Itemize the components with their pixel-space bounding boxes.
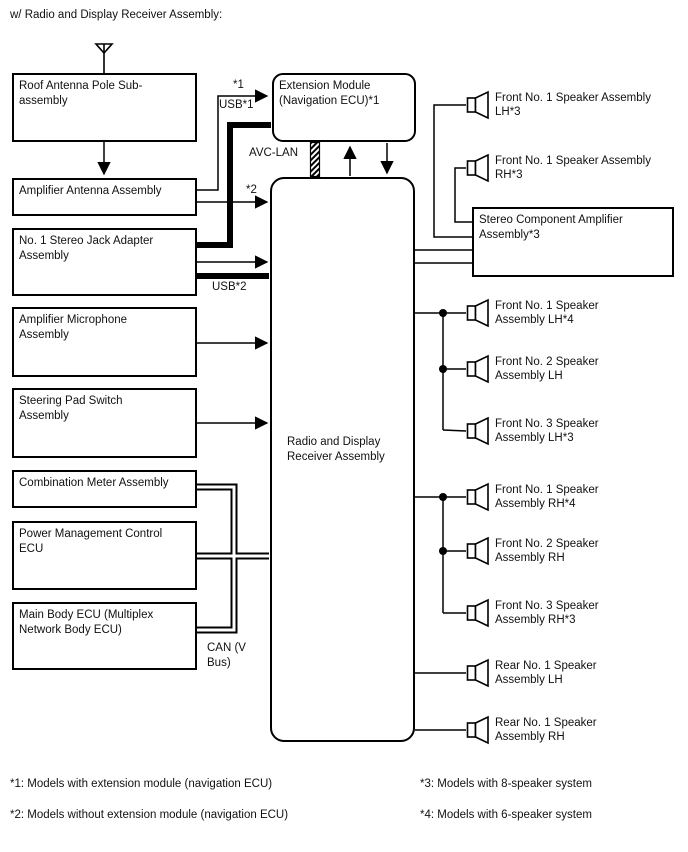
speaker-row: Front No. 2 Speaker Assembly RH xyxy=(466,536,599,566)
box-main-body-ecu: Main Body ECU (Multiplex Network Body EC… xyxy=(12,602,197,670)
speaker-row: Front No. 1 Speaker Assembly RH*3 xyxy=(466,153,651,183)
box-extension-module: Extension Module (Navigation ECU)*1 xyxy=(272,73,416,142)
label-usb1: USB*1 xyxy=(219,99,254,111)
speaker-label: Front No. 1 Speaker Assembly RH*3 xyxy=(495,154,651,182)
box-stereo-component-amplifier: Stereo Component Amplifier Assembly*3 xyxy=(472,207,674,277)
speaker-label: Front No. 1 Speaker Assembly RH*4 xyxy=(495,483,599,511)
avc-lan-bus xyxy=(309,141,321,178)
speaker-label: Front No. 2 Speaker Assembly RH xyxy=(495,537,599,565)
radio-receiver-label: Radio and Display Receiver Assembly xyxy=(287,436,385,463)
label-star2: *2 xyxy=(246,184,257,196)
speaker-label: Front No. 3 Speaker Assembly RH*3 xyxy=(495,599,599,627)
junction-dots xyxy=(439,309,447,555)
speaker-row: Front No. 3 Speaker Assembly LH*3 xyxy=(466,416,599,446)
speaker-icon xyxy=(466,298,489,328)
speaker-icon xyxy=(466,482,489,512)
box-steering-pad-switch: Steering Pad Switch Assembly xyxy=(12,388,197,458)
diagram-title: w/ Radio and Display Receiver Assembly: xyxy=(10,9,223,21)
speaker-label: Front No. 3 Speaker Assembly LH*3 xyxy=(495,417,599,445)
speaker-row: Front No. 1 Speaker Assembly LH*3 xyxy=(466,90,651,120)
speaker-icon xyxy=(466,715,489,745)
label-avc-lan: AVC-LAN xyxy=(249,147,298,159)
usb-bus-lines xyxy=(197,122,271,279)
box-amplifier-antenna: Amplifier Antenna Assembly xyxy=(12,178,197,216)
box-combination-meter: Combination Meter Assembly xyxy=(12,470,197,508)
speaker-wiring xyxy=(415,104,472,731)
footnote-4: *4: Models with 6-speaker system xyxy=(420,809,592,821)
antenna-icon xyxy=(94,43,114,73)
speaker-label: Front No. 1 Speaker Assembly LH*3 xyxy=(495,91,651,119)
speaker-label: Front No. 2 Speaker Assembly LH xyxy=(495,355,599,383)
label-star1: *1 xyxy=(233,79,244,91)
speaker-icon xyxy=(466,354,489,384)
speaker-label: Rear No. 1 Speaker Assembly RH xyxy=(495,716,597,744)
speaker-icon xyxy=(466,658,489,688)
speaker-row: Rear No. 1 Speaker Assembly LH xyxy=(466,658,597,688)
speaker-label: Rear No. 1 Speaker Assembly LH xyxy=(495,659,597,687)
speaker-icon xyxy=(466,598,489,628)
box-power-management-ecu: Power Management Control ECU xyxy=(12,521,197,590)
label-can-bus: CAN (V Bus) xyxy=(207,642,246,669)
footnote-1: *1: Models with extension module (naviga… xyxy=(10,778,273,790)
speaker-row: Front No. 1 Speaker Assembly RH*4 xyxy=(466,482,599,512)
box-radio-display-receiver: Radio and Display Receiver Assembly xyxy=(270,177,415,742)
speaker-icon xyxy=(466,536,489,566)
speaker-label: Front No. 1 Speaker Assembly LH*4 xyxy=(495,299,599,327)
box-roof-antenna-pole: Roof Antenna Pole Sub- assembly xyxy=(12,73,197,142)
speaker-row: Front No. 2 Speaker Assembly LH xyxy=(466,354,599,384)
speaker-icon xyxy=(466,90,489,120)
speaker-icon xyxy=(466,416,489,446)
box-amplifier-microphone: Amplifier Microphone Assembly xyxy=(12,307,197,377)
speaker-row: Front No. 3 Speaker Assembly RH*3 xyxy=(466,598,599,628)
footnote-3: *3: Models with 8-speaker system xyxy=(420,778,592,790)
label-usb2: USB*2 xyxy=(212,281,247,293)
speaker-icon xyxy=(466,153,489,183)
speaker-row: Front No. 1 Speaker Assembly LH*4 xyxy=(466,298,599,328)
box-stereo-jack-adapter: No. 1 Stereo Jack Adapter Assembly xyxy=(12,228,197,296)
can-bus-lines xyxy=(196,483,269,634)
speaker-row: Rear No. 1 Speaker Assembly RH xyxy=(466,715,597,745)
footnote-2: *2: Models without extension module (nav… xyxy=(10,809,289,821)
